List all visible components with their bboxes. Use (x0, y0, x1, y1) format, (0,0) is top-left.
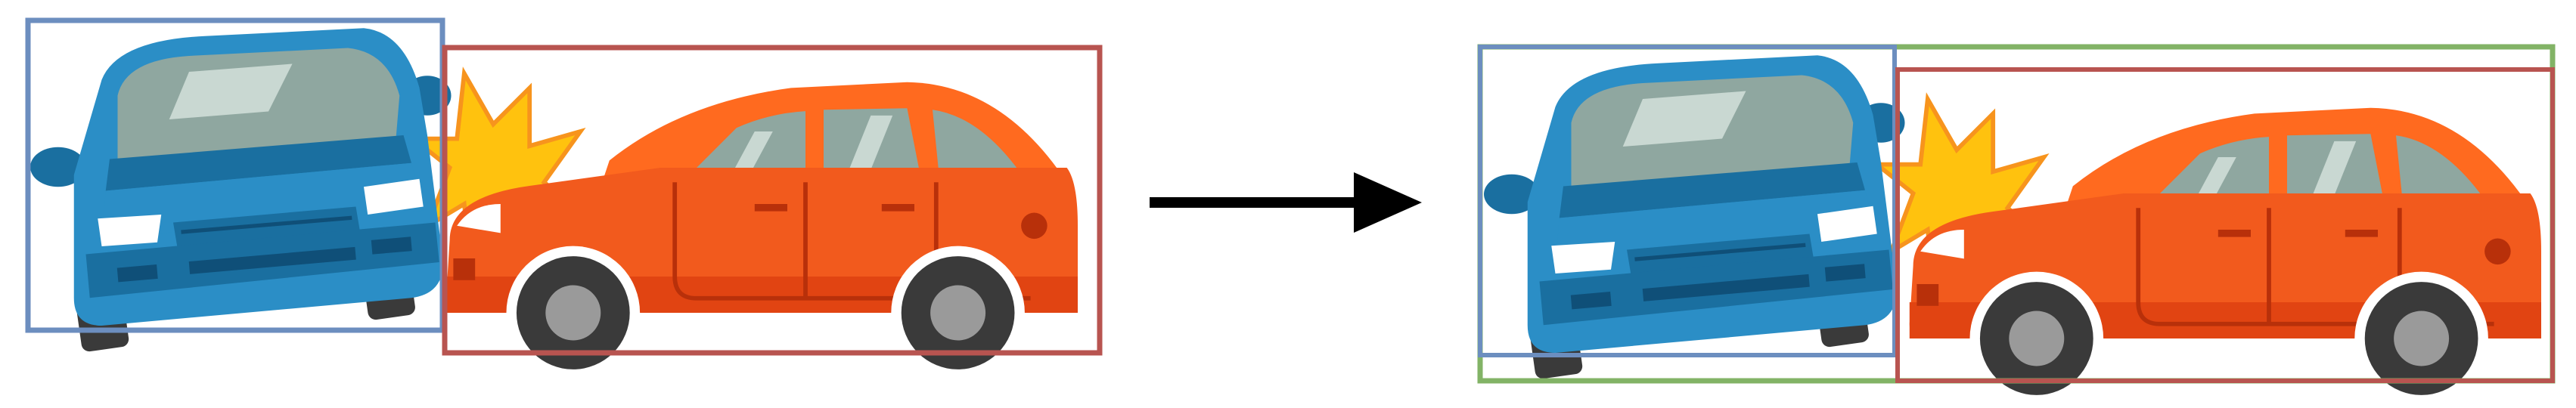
orange-car-bounding-box-output (1895, 67, 2555, 383)
blue-car-input (30, 28, 452, 352)
orange-car-input (414, 73, 1078, 379)
orange-car-bounding-box-input (442, 45, 1103, 356)
orange-car-output (1877, 99, 2541, 405)
output-panel (1477, 44, 2556, 405)
transform-arrow (1150, 172, 1422, 233)
input-panel (25, 17, 1103, 379)
blue-car-bounding-box-output (1478, 45, 1897, 357)
blue-car-output (1484, 55, 1905, 379)
